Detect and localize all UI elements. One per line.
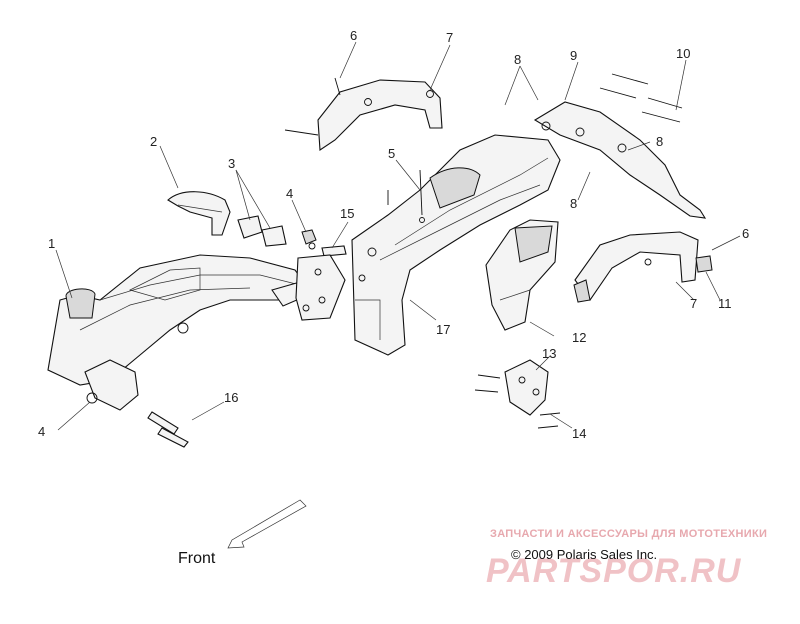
callout-7-upper: 7	[446, 30, 453, 45]
callout-10: 10	[676, 46, 690, 61]
copyright-text: © 2009 Polaris Sales Inc.	[511, 547, 658, 562]
callout-14: 14	[572, 426, 586, 441]
callout-5: 5	[388, 146, 395, 161]
part-upper-frame-17	[351, 134, 561, 356]
part-clip-11	[695, 255, 713, 273]
part-clips-3	[237, 215, 287, 247]
callout-8-upper: 8	[514, 52, 521, 67]
watermark-tagline: ЗАПЧАСТИ И АКСЕССУАРЫ ДЛЯ МОТОТЕХНИКИ	[490, 528, 768, 540]
callout-13: 13	[542, 346, 556, 361]
callout-1: 1	[48, 236, 55, 251]
callout-8-mid: 8	[656, 134, 663, 149]
callout-15: 15	[340, 206, 354, 221]
part-bracket-7-lower	[573, 231, 699, 303]
part-rail-7-upper	[284, 77, 443, 151]
part-mount-13	[474, 359, 549, 416]
callout-3: 3	[228, 156, 235, 171]
part-lower-frame	[47, 254, 311, 411]
watermark-logo: PARTSPOR.RU	[486, 552, 742, 590]
callout-12: 12	[572, 330, 586, 345]
part-screws-14	[537, 412, 561, 429]
callout-4-lower: 4	[38, 424, 45, 439]
part-bracket-2	[167, 191, 231, 236]
part-pin-15	[321, 245, 347, 257]
part-side-plate	[295, 254, 346, 321]
callout-9: 9	[570, 48, 577, 63]
part-rail-9	[533, 101, 707, 219]
part-guard-12	[485, 219, 559, 331]
part-rods-10	[599, 73, 683, 123]
part-nut-4a	[301, 229, 317, 250]
callout-17: 17	[436, 322, 450, 337]
part-bolt-5	[387, 169, 425, 223]
callout-8-lower: 8	[570, 196, 577, 211]
callout-7-lower: 7	[690, 296, 697, 311]
callout-11: 11	[718, 296, 732, 311]
callout-6-lower: 6	[742, 226, 749, 241]
front-arrow-icon	[227, 499, 307, 549]
callout-2: 2	[150, 134, 157, 149]
callout-4-upper: 4	[286, 186, 293, 201]
part-bolts-16	[147, 411, 189, 448]
front-label: Front	[178, 550, 216, 567]
callout-16: 16	[224, 390, 238, 405]
leader-lines	[55, 41, 741, 431]
callout-6-upper: 6	[350, 28, 357, 43]
